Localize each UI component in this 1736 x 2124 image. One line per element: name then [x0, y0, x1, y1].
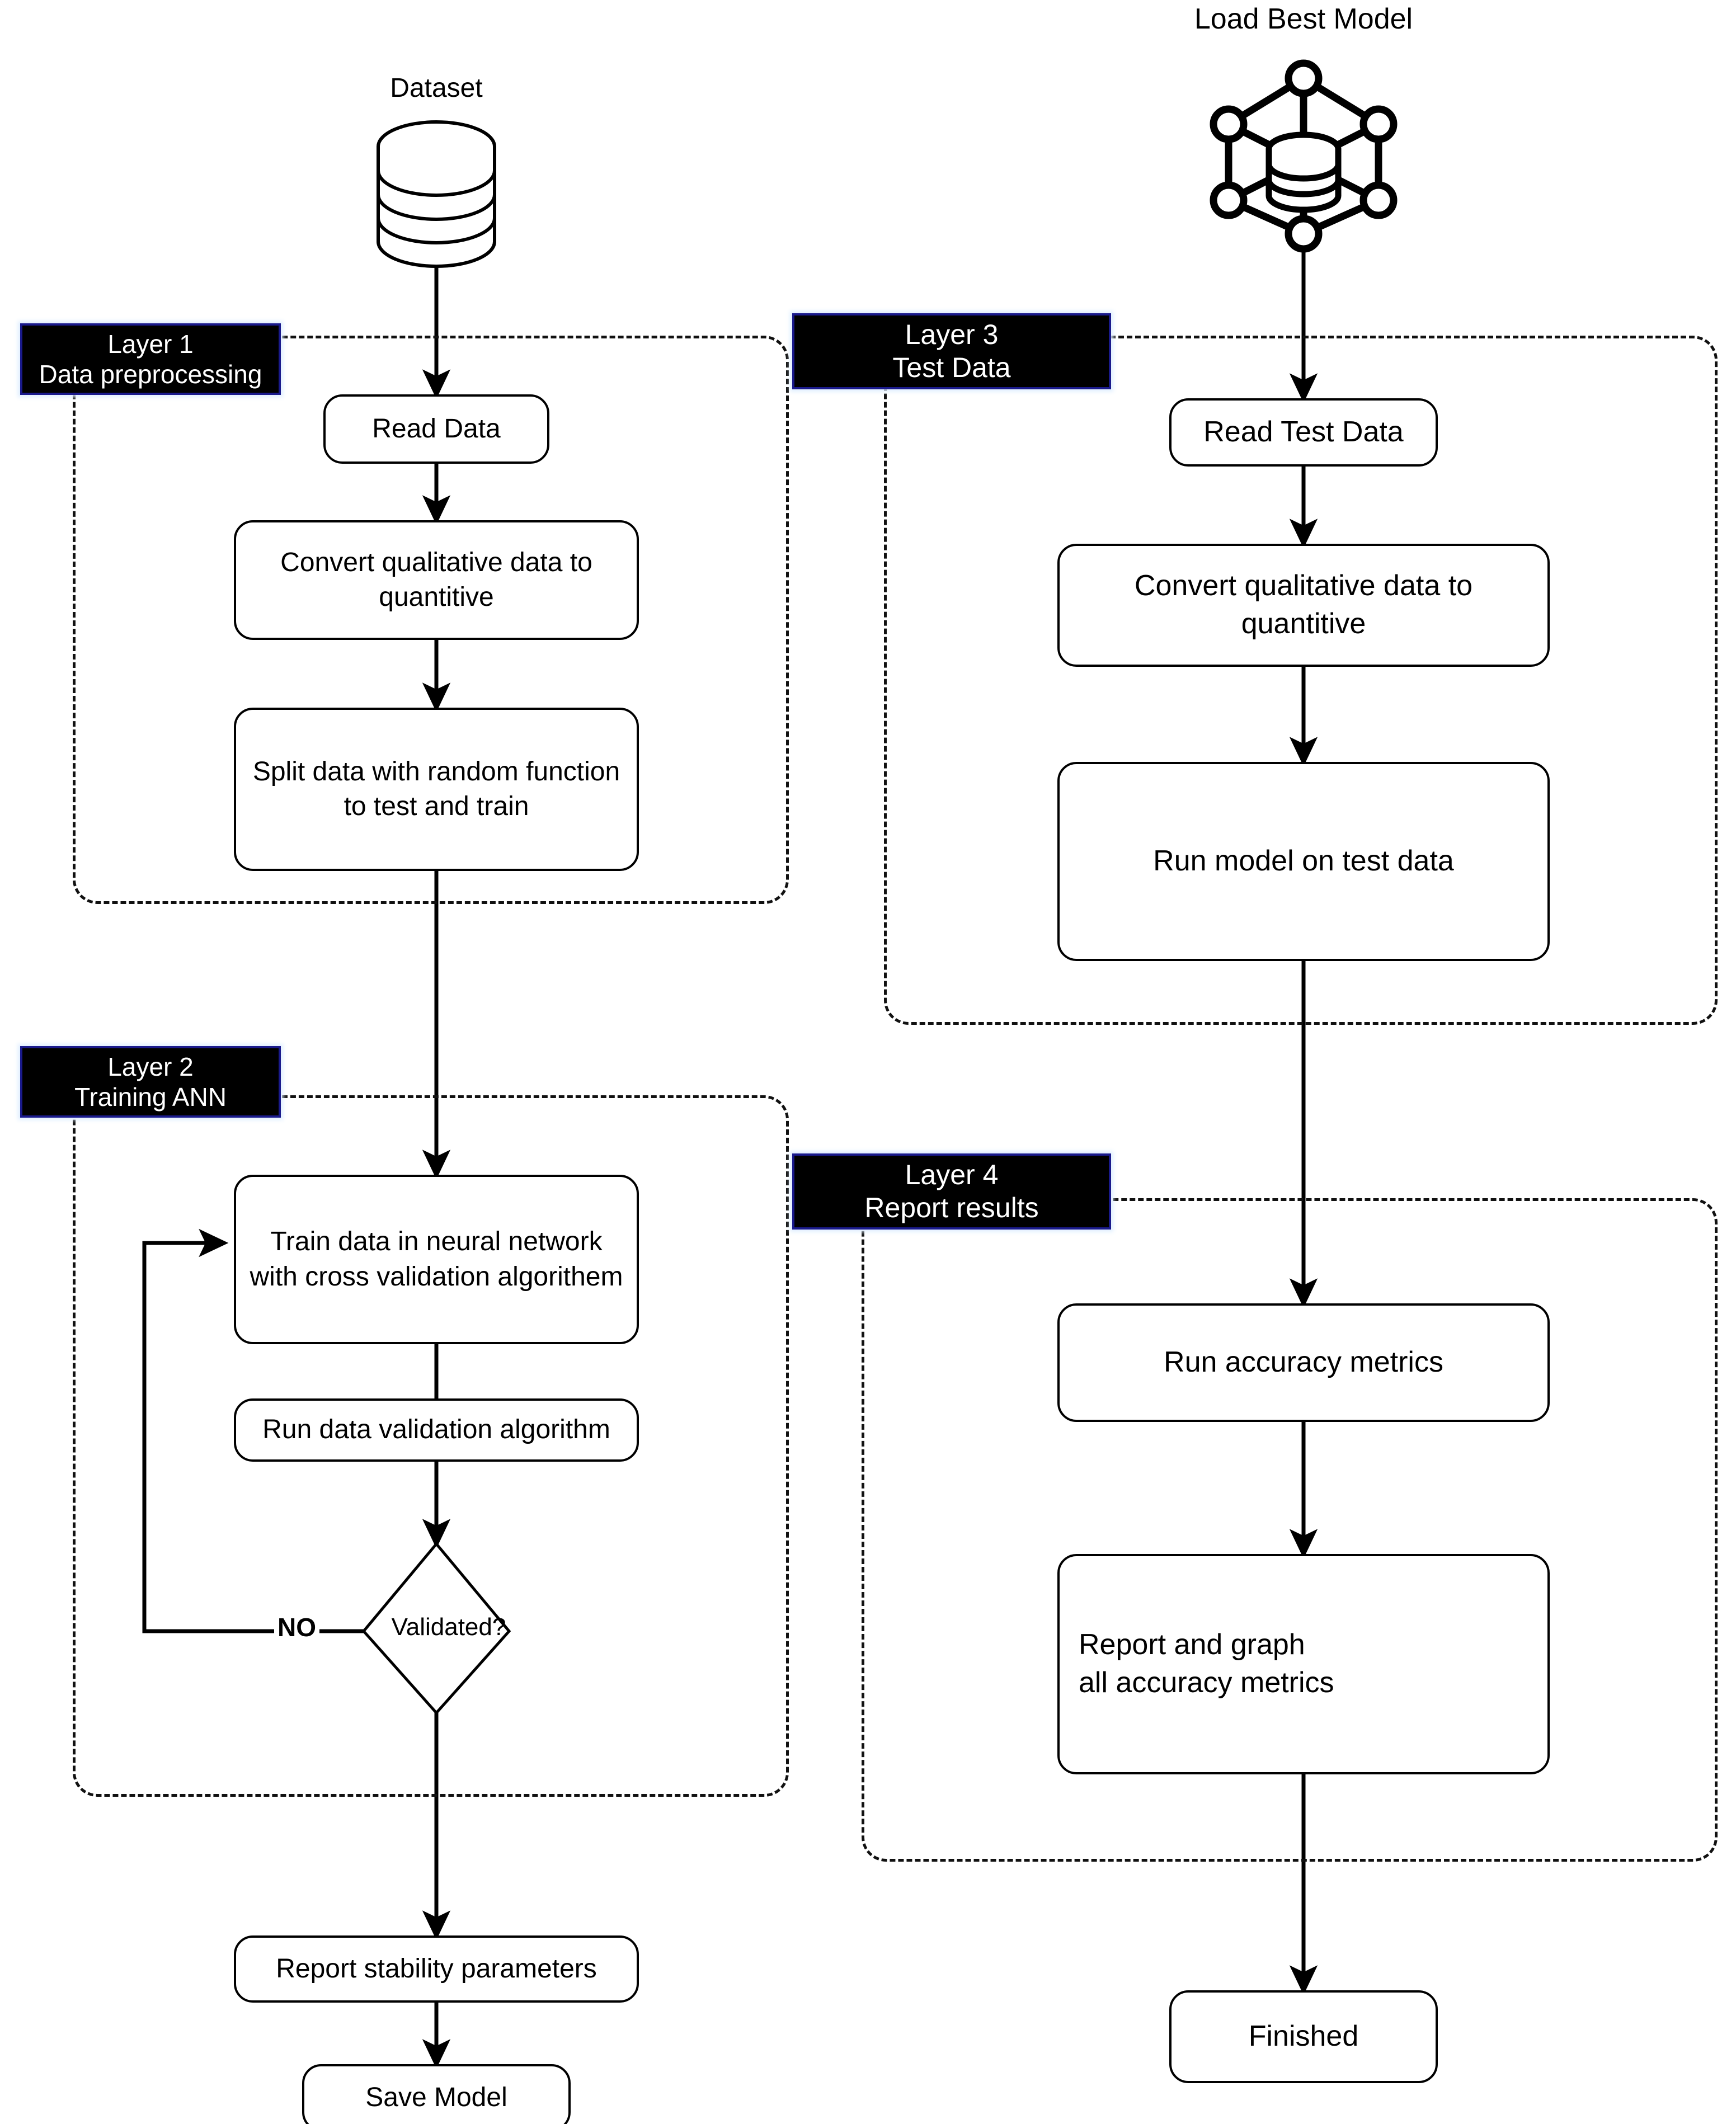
node-run-accuracy-metrics-label: Run accuracy metrics — [1164, 1346, 1443, 1379]
layer-container-3 — [884, 336, 1718, 1025]
convert-right-line1: Convert qualitative data to — [1134, 569, 1473, 602]
layer-tag-4-line1: Layer 4 — [905, 1159, 999, 1190]
split-data-line1: Split data with random function — [252, 756, 620, 787]
layer-tag-1-line2: Data preprocessing — [39, 360, 262, 389]
layer-tag-1: Layer 1 Data preprocessing — [20, 323, 281, 395]
node-run-model-test[interactable]: Run model on test data — [1057, 762, 1550, 961]
node-convert-qualitative-test-label: Convert qualitative data to quantitive — [1127, 567, 1480, 643]
node-run-accuracy-metrics[interactable]: Run accuracy metrics — [1057, 1303, 1550, 1422]
node-convert-qualitative-train-label: Convert qualitative data to quantitive — [272, 545, 600, 615]
node-split-data-label: Split data with random function to test … — [245, 755, 628, 825]
convert-left-line2: quantitive — [379, 582, 494, 612]
layer-container-1 — [73, 336, 789, 904]
node-split-data[interactable]: Split data with random function to test … — [234, 708, 639, 871]
layer-tag-2-line2: Training ANN — [74, 1082, 227, 1112]
node-save-model-label: Save Model — [365, 2082, 507, 2112]
node-run-data-validation[interactable]: Run data validation algorithm — [234, 1398, 639, 1462]
node-report-graph-metrics[interactable]: Report and graph all accuracy metrics — [1057, 1554, 1550, 1774]
node-save-model[interactable]: Save Model — [302, 2064, 571, 2124]
train-data-line2: with cross validation algorithem — [250, 1261, 623, 1292]
convert-left-line1: Convert qualitative data to — [280, 547, 592, 577]
node-run-model-test-label: Run model on test data — [1153, 845, 1454, 878]
decision-validated[interactable]: Validated? — [364, 1544, 509, 1713]
layer-tag-4-line2: Report results — [864, 1192, 1039, 1223]
node-read-test-data[interactable]: Read Test Data — [1169, 398, 1438, 467]
node-convert-qualitative-test[interactable]: Convert qualitative data to quantitive — [1057, 544, 1550, 667]
neural-network-graph-icon — [1210, 59, 1398, 253]
dataset-caption: Dataset — [390, 73, 483, 103]
edge-label-no: NO — [274, 1612, 319, 1642]
train-data-line1: Train data in neural network — [270, 1227, 603, 1257]
node-train-data[interactable]: Train data in neural network with cross … — [234, 1175, 639, 1344]
database-cylinder-icon — [377, 120, 496, 268]
node-read-data-label: Read Data — [372, 413, 501, 444]
layer-container-4 — [862, 1198, 1718, 1862]
node-report-graph-metrics-label: Report and graph all accuracy metrics — [1060, 1626, 1342, 1702]
layer-tag-3: Layer 3 Test Data — [792, 313, 1111, 389]
split-data-line2: to test and train — [344, 792, 529, 821]
convert-right-line2: quantitive — [1241, 607, 1366, 640]
layer-tag-2-line1: Layer 2 — [107, 1052, 194, 1081]
report-graph-line1: Report and graph — [1079, 1628, 1305, 1661]
node-read-test-data-label: Read Test Data — [1203, 416, 1404, 449]
node-finished[interactable]: Finished — [1169, 1990, 1438, 2083]
load-best-model-caption: Load Best Model — [1194, 3, 1413, 35]
node-report-stability[interactable]: Report stability parameters — [234, 1935, 639, 2003]
node-train-data-label: Train data in neural network with cross … — [242, 1225, 631, 1294]
node-report-stability-label: Report stability parameters — [276, 1953, 597, 1984]
decision-validated-label: Validated? — [391, 1613, 506, 1641]
layer-tag-1-line1: Layer 1 — [107, 329, 194, 359]
report-graph-line2: all accuracy metrics — [1079, 1666, 1334, 1699]
layer-tag-2: Layer 2 Training ANN — [20, 1046, 281, 1118]
layer-tag-3-line2: Test Data — [892, 352, 1011, 383]
layer-tag-4: Layer 4 Report results — [792, 1153, 1111, 1230]
node-read-data[interactable]: Read Data — [323, 394, 549, 464]
layer-tag-3-line1: Layer 3 — [905, 319, 999, 350]
node-finished-label: Finished — [1248, 2020, 1359, 2053]
node-convert-qualitative-train[interactable]: Convert qualitative data to quantitive — [234, 520, 639, 640]
node-run-data-validation-label: Run data validation algorithm — [262, 1415, 610, 1445]
layer-container-2 — [73, 1095, 789, 1797]
